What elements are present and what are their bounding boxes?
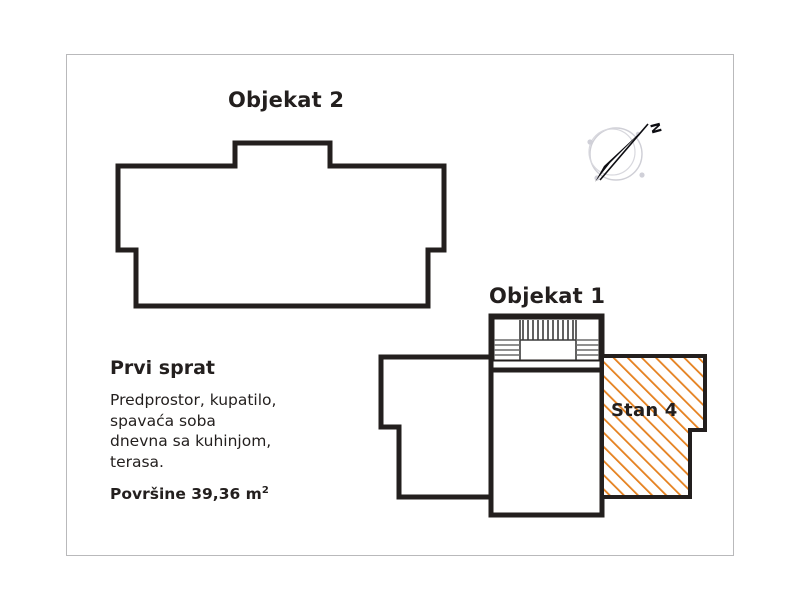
unit-stan-4[interactable] [600,354,707,499]
objekat-2-outline [115,140,447,309]
unit-label-stan-4: Stan 4 [611,400,678,421]
building-objekat-1 [378,313,605,518]
info-area: Površine 39,36 m2 [110,485,325,504]
building-title-objekat-1: Objekat 1 [489,284,606,308]
stan-4-fill [602,356,705,497]
info-heading: Prvi sprat [110,357,215,379]
compass-north-label: N [646,121,663,135]
objekat-1-left-wing [378,354,494,500]
info-area-exponent: 2 [261,485,269,497]
north-arrow-compass: N [576,106,666,192]
building-title-objekat-2: Objekat 2 [228,88,345,112]
building-objekat-2 [115,140,447,309]
staircase-icon [492,317,601,362]
apartment-info-block: Prvi sprat Predprostor, kupatilo, spavać… [110,358,325,504]
info-area-text: Površine 39,36 m [110,485,262,504]
compass-icon: N [587,121,663,182]
sheet-border [66,54,734,556]
info-description: Predprostor, kupatilo, spavaća soba dnev… [110,390,277,471]
stan-4-outline [600,354,707,499]
